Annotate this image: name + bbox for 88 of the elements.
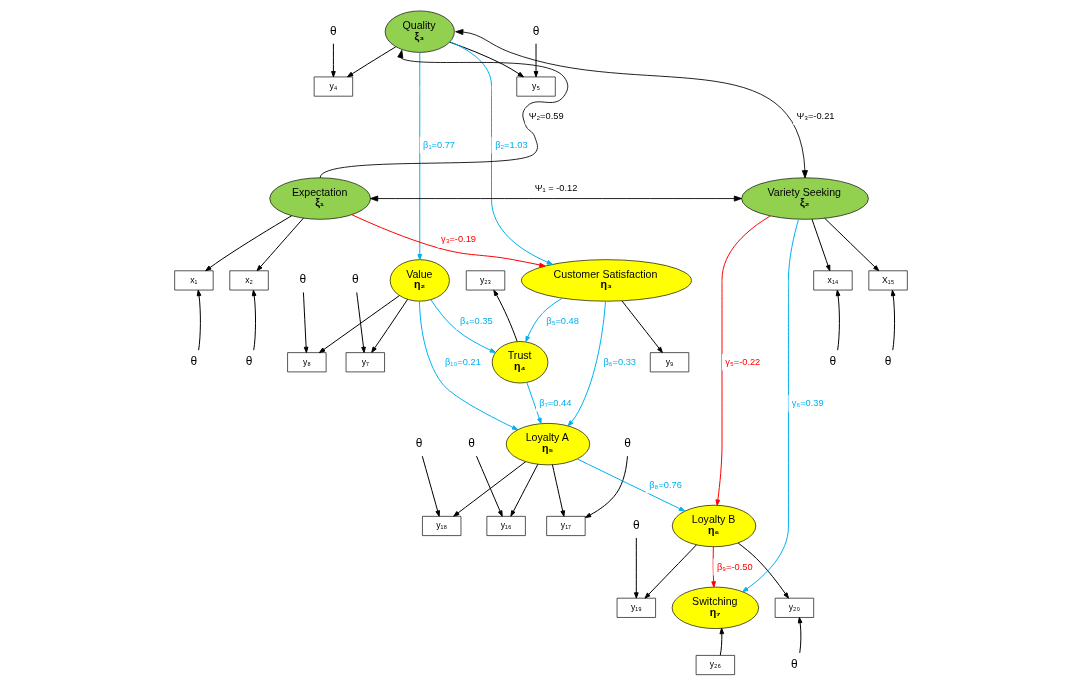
node-text: θ xyxy=(532,23,539,38)
arrow xyxy=(644,544,697,599)
node-box: y₁₆ xyxy=(486,516,526,536)
arrow xyxy=(350,214,545,268)
arrow xyxy=(741,218,799,593)
node-ellipse: Variety Seeking ξ₂ xyxy=(740,177,869,220)
edge-label: γ₆=0.39 xyxy=(791,397,824,408)
node-ellipse: Value η₂ xyxy=(389,259,450,302)
edge-label: Ψ₂=0.59 xyxy=(528,111,564,122)
arrow xyxy=(567,300,606,427)
node-text: θ xyxy=(299,272,306,287)
node-text: θ xyxy=(190,354,197,369)
arrow xyxy=(302,291,308,354)
node-text: θ xyxy=(829,354,836,369)
node-box: y₉ xyxy=(649,352,689,373)
arrow xyxy=(318,295,400,354)
edge-label: β₆=0.33 xyxy=(602,357,636,368)
node-ellipse: Trust η₄ xyxy=(491,341,548,384)
arrow xyxy=(449,41,553,265)
node-box: y₁₉ xyxy=(616,597,656,618)
arrow xyxy=(196,289,201,351)
arrow xyxy=(492,289,518,342)
edge-label: γ₃=-0.19 xyxy=(440,234,476,245)
node-box: x₁₄ xyxy=(812,270,853,291)
node-text: θ xyxy=(884,354,891,369)
arrow xyxy=(355,291,366,354)
arrow xyxy=(797,616,802,654)
arrow xyxy=(551,464,565,517)
arrow xyxy=(810,218,830,272)
node-box: y₂₃ xyxy=(465,270,505,291)
edge-label: β₈=0.76 xyxy=(648,479,682,490)
node-box: X₁₅ xyxy=(868,270,908,291)
arrow xyxy=(330,43,336,78)
node-box: x₁ xyxy=(173,270,213,291)
node-box: y₄ xyxy=(313,76,353,97)
arrow xyxy=(633,537,639,599)
edge-label: β₁₀=0.21 xyxy=(444,357,481,368)
edge-label: Ψ₃=-0.21 xyxy=(795,111,835,122)
arrow xyxy=(346,46,396,78)
arrow xyxy=(251,289,256,351)
arrow xyxy=(256,217,304,272)
arrow xyxy=(715,215,771,506)
node-text: θ xyxy=(790,656,798,671)
arrow xyxy=(454,29,808,179)
arrow xyxy=(525,381,542,425)
node-box: y₈ xyxy=(286,352,326,373)
arrow xyxy=(890,289,896,351)
node-box: x₂ xyxy=(228,270,269,291)
arrow xyxy=(835,289,840,351)
edge-label: γ₅=-0.22 xyxy=(724,357,760,368)
arrow xyxy=(204,215,292,272)
edge-label: β₉=-0.50 xyxy=(716,561,753,572)
arrow xyxy=(718,627,724,656)
edge-label: β₁=0.77 xyxy=(422,139,455,150)
arrow xyxy=(524,297,563,343)
edge-label: β₇=0.44 xyxy=(538,397,571,408)
arrow xyxy=(533,43,538,78)
edge-label: Ψ₁ = -0.12 xyxy=(534,183,577,194)
node-ellipse: Quality ξ₃ xyxy=(384,10,455,53)
node-text: θ xyxy=(632,517,640,532)
node-ellipse: Expectation ξ₁ xyxy=(268,177,371,220)
node-text: θ xyxy=(623,436,631,451)
arrow xyxy=(370,298,408,353)
arrow xyxy=(509,463,538,517)
node-box: y₂₆ xyxy=(695,655,735,675)
arrow xyxy=(416,51,422,261)
arrow xyxy=(452,461,526,517)
arrow xyxy=(737,542,789,599)
arrow xyxy=(475,455,503,517)
arrow xyxy=(418,300,518,431)
edge-label: β₅=0.48 xyxy=(545,316,579,327)
arrow xyxy=(620,300,663,353)
node-box: y₁₈ xyxy=(421,516,461,536)
node-text: θ xyxy=(467,436,475,451)
node-box: y₇ xyxy=(345,352,385,373)
edge-label: β₄=0.35 xyxy=(459,316,493,327)
node-box: y₂₀ xyxy=(774,597,814,618)
node-text: θ xyxy=(329,23,337,38)
node-text: θ xyxy=(351,272,359,287)
node-box: y₅ xyxy=(515,76,556,97)
arrow xyxy=(421,455,440,517)
arrow xyxy=(584,455,628,518)
arrow xyxy=(369,195,742,202)
node-box: y₁₇ xyxy=(545,516,585,536)
edge-label: β₂=1.03 xyxy=(494,139,528,150)
node-text: θ xyxy=(245,354,252,369)
arrow xyxy=(823,217,879,272)
node-text: θ xyxy=(415,436,422,451)
